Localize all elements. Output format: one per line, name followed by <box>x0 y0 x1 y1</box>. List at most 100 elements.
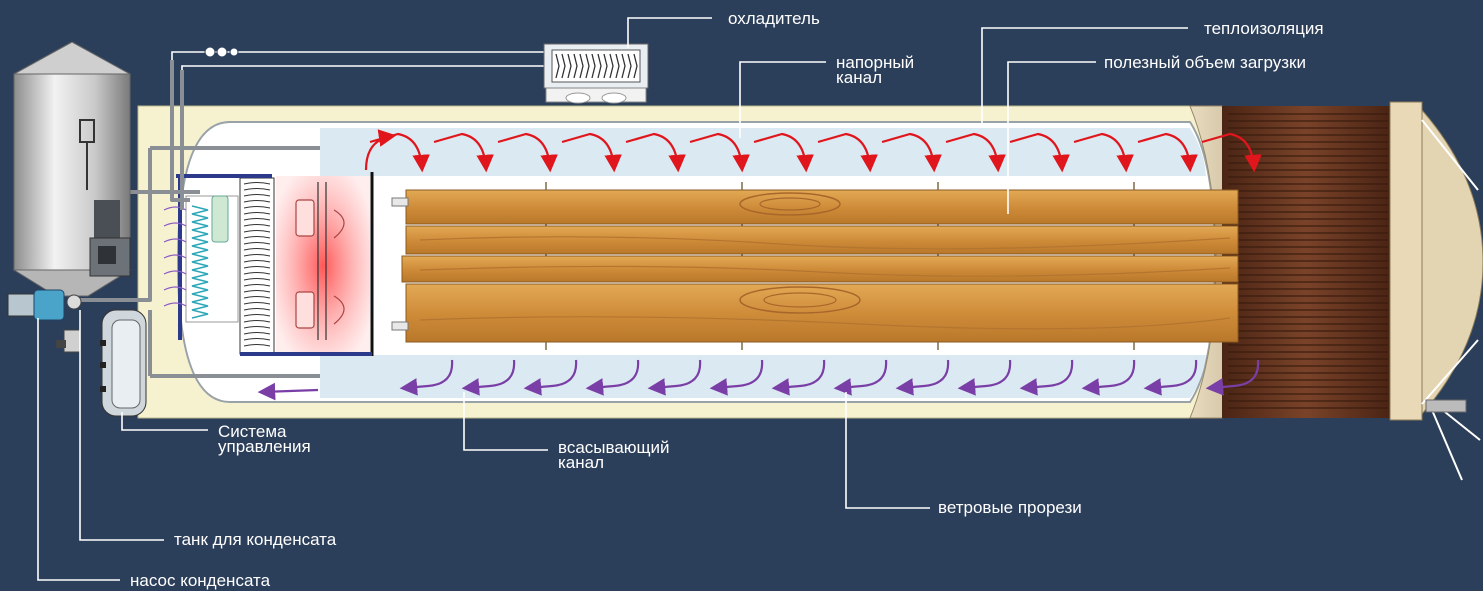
coil-turn <box>243 266 271 269</box>
coil-turn <box>243 224 271 227</box>
coil-turn <box>243 182 271 185</box>
door-frame <box>1389 101 1423 421</box>
cooler-fin <box>633 53 638 79</box>
cooler-fin <box>597 53 602 79</box>
label-suction-channel: всасывающий канал <box>558 438 670 472</box>
valve-icon <box>204 46 239 58</box>
suction-flow-arrow <box>585 359 640 396</box>
pressure-flow-arrow <box>561 132 622 173</box>
coil-turn <box>243 326 271 329</box>
suction-flow-arrow <box>895 359 950 396</box>
coil-turn <box>243 254 271 257</box>
suction-flow-arrow <box>257 382 319 401</box>
pressure-flow-arrow <box>945 132 1006 173</box>
inlet-airflow <box>163 302 187 307</box>
suction-flow-arrow <box>709 359 764 396</box>
suction-flow-arrow <box>461 359 516 396</box>
control-system-cabinet <box>100 309 147 417</box>
pressure-flow-arrow <box>817 132 878 173</box>
coil-turn <box>243 308 271 311</box>
coil-turn <box>243 284 271 287</box>
pressure-flow-arrow <box>1137 132 1198 173</box>
cooler-fin <box>585 53 590 79</box>
condensate-tank <box>12 41 132 297</box>
inlet-airflow <box>163 222 187 227</box>
wood-stack <box>401 189 1239 343</box>
inlet-airflow <box>163 238 187 243</box>
coil-turn <box>243 188 271 191</box>
coil-turn <box>243 344 271 347</box>
door-latch <box>1425 399 1467 413</box>
coil-turn <box>243 218 271 221</box>
coil-turn <box>243 314 271 317</box>
coil-turn <box>243 278 271 281</box>
pressure-flow-arrow <box>753 132 814 173</box>
door-hinge-arm <box>1421 119 1481 481</box>
pipework <box>70 60 320 378</box>
coil-turn <box>243 320 271 323</box>
cooler-fin <box>567 53 572 79</box>
suction-flow-arrow <box>1081 359 1136 396</box>
label-cooler: охладитель <box>728 9 820 28</box>
pressure-flow-arrow <box>1073 132 1134 173</box>
condenser-unit <box>185 195 239 323</box>
cooler-pipes <box>171 51 548 70</box>
suction-flow-arrow <box>957 359 1012 396</box>
heating-coil <box>239 177 275 355</box>
cooler-unit <box>543 43 649 104</box>
suction-flow-arrow <box>833 359 888 396</box>
coil-turn <box>243 206 271 209</box>
rail-stub-top <box>391 197 409 207</box>
pressure-flow-arrow <box>369 132 430 173</box>
heater-zone <box>276 176 370 356</box>
pressure-flow-arrow <box>497 132 558 173</box>
cooler-fin <box>555 53 560 79</box>
label-wind-slots: ветровые прорези <box>938 498 1082 517</box>
pressure-flow-arrow <box>881 132 942 173</box>
coil-turn <box>243 236 271 239</box>
cooler-fin <box>603 53 608 79</box>
pressure-flow-arrow <box>625 132 686 173</box>
pressure-flow-arrow <box>1201 132 1262 173</box>
label-useful-volume: полезный объем загрузки <box>1104 53 1306 72</box>
inlet-airflow <box>163 270 187 275</box>
cooler-fin <box>591 53 596 79</box>
inlet-airflow <box>163 286 187 291</box>
suction-flow-arrow <box>771 359 826 396</box>
suction-flow-arrow <box>399 359 454 396</box>
coil-turn <box>243 338 271 341</box>
pressure-flow-arrow <box>689 132 750 173</box>
pressure-flow-arrow <box>433 132 494 173</box>
suction-flow-arrow <box>1205 359 1260 396</box>
cooler-fin <box>615 53 620 79</box>
inlet-airflow <box>163 206 187 211</box>
coil-turn <box>243 242 271 245</box>
coil-turn <box>243 272 271 275</box>
coil-turn <box>243 212 271 215</box>
door-insulation <box>1222 106 1390 418</box>
condenser-coil <box>191 205 209 319</box>
coil-turn <box>243 290 271 293</box>
suction-flow-arrow <box>1143 359 1198 396</box>
suction-flow-arrow <box>523 359 578 396</box>
rail-stub-bottom <box>391 321 409 331</box>
cooler-fin <box>561 53 566 79</box>
coil-turn <box>243 200 271 203</box>
coil-turn <box>243 230 271 233</box>
pressure-channel-zone <box>320 128 1206 176</box>
label-control-system: Система управления <box>218 422 311 456</box>
coil-turn <box>243 332 271 335</box>
cooler-fin <box>579 53 584 79</box>
label-insulation: теплоизоляция <box>1204 19 1324 38</box>
coil-turn <box>243 260 271 263</box>
suction-flow-arrow <box>1019 359 1074 396</box>
label-pressure-channel: напорный канал <box>836 53 915 87</box>
cooler-fin <box>573 53 578 79</box>
coil-turn <box>243 302 271 305</box>
inlet-airflow <box>163 254 187 259</box>
label-condensate-tank: танк для конденсата <box>174 530 337 549</box>
coil-turn <box>243 248 271 251</box>
leader-lines <box>37 17 1188 581</box>
coil-turn <box>243 194 271 197</box>
